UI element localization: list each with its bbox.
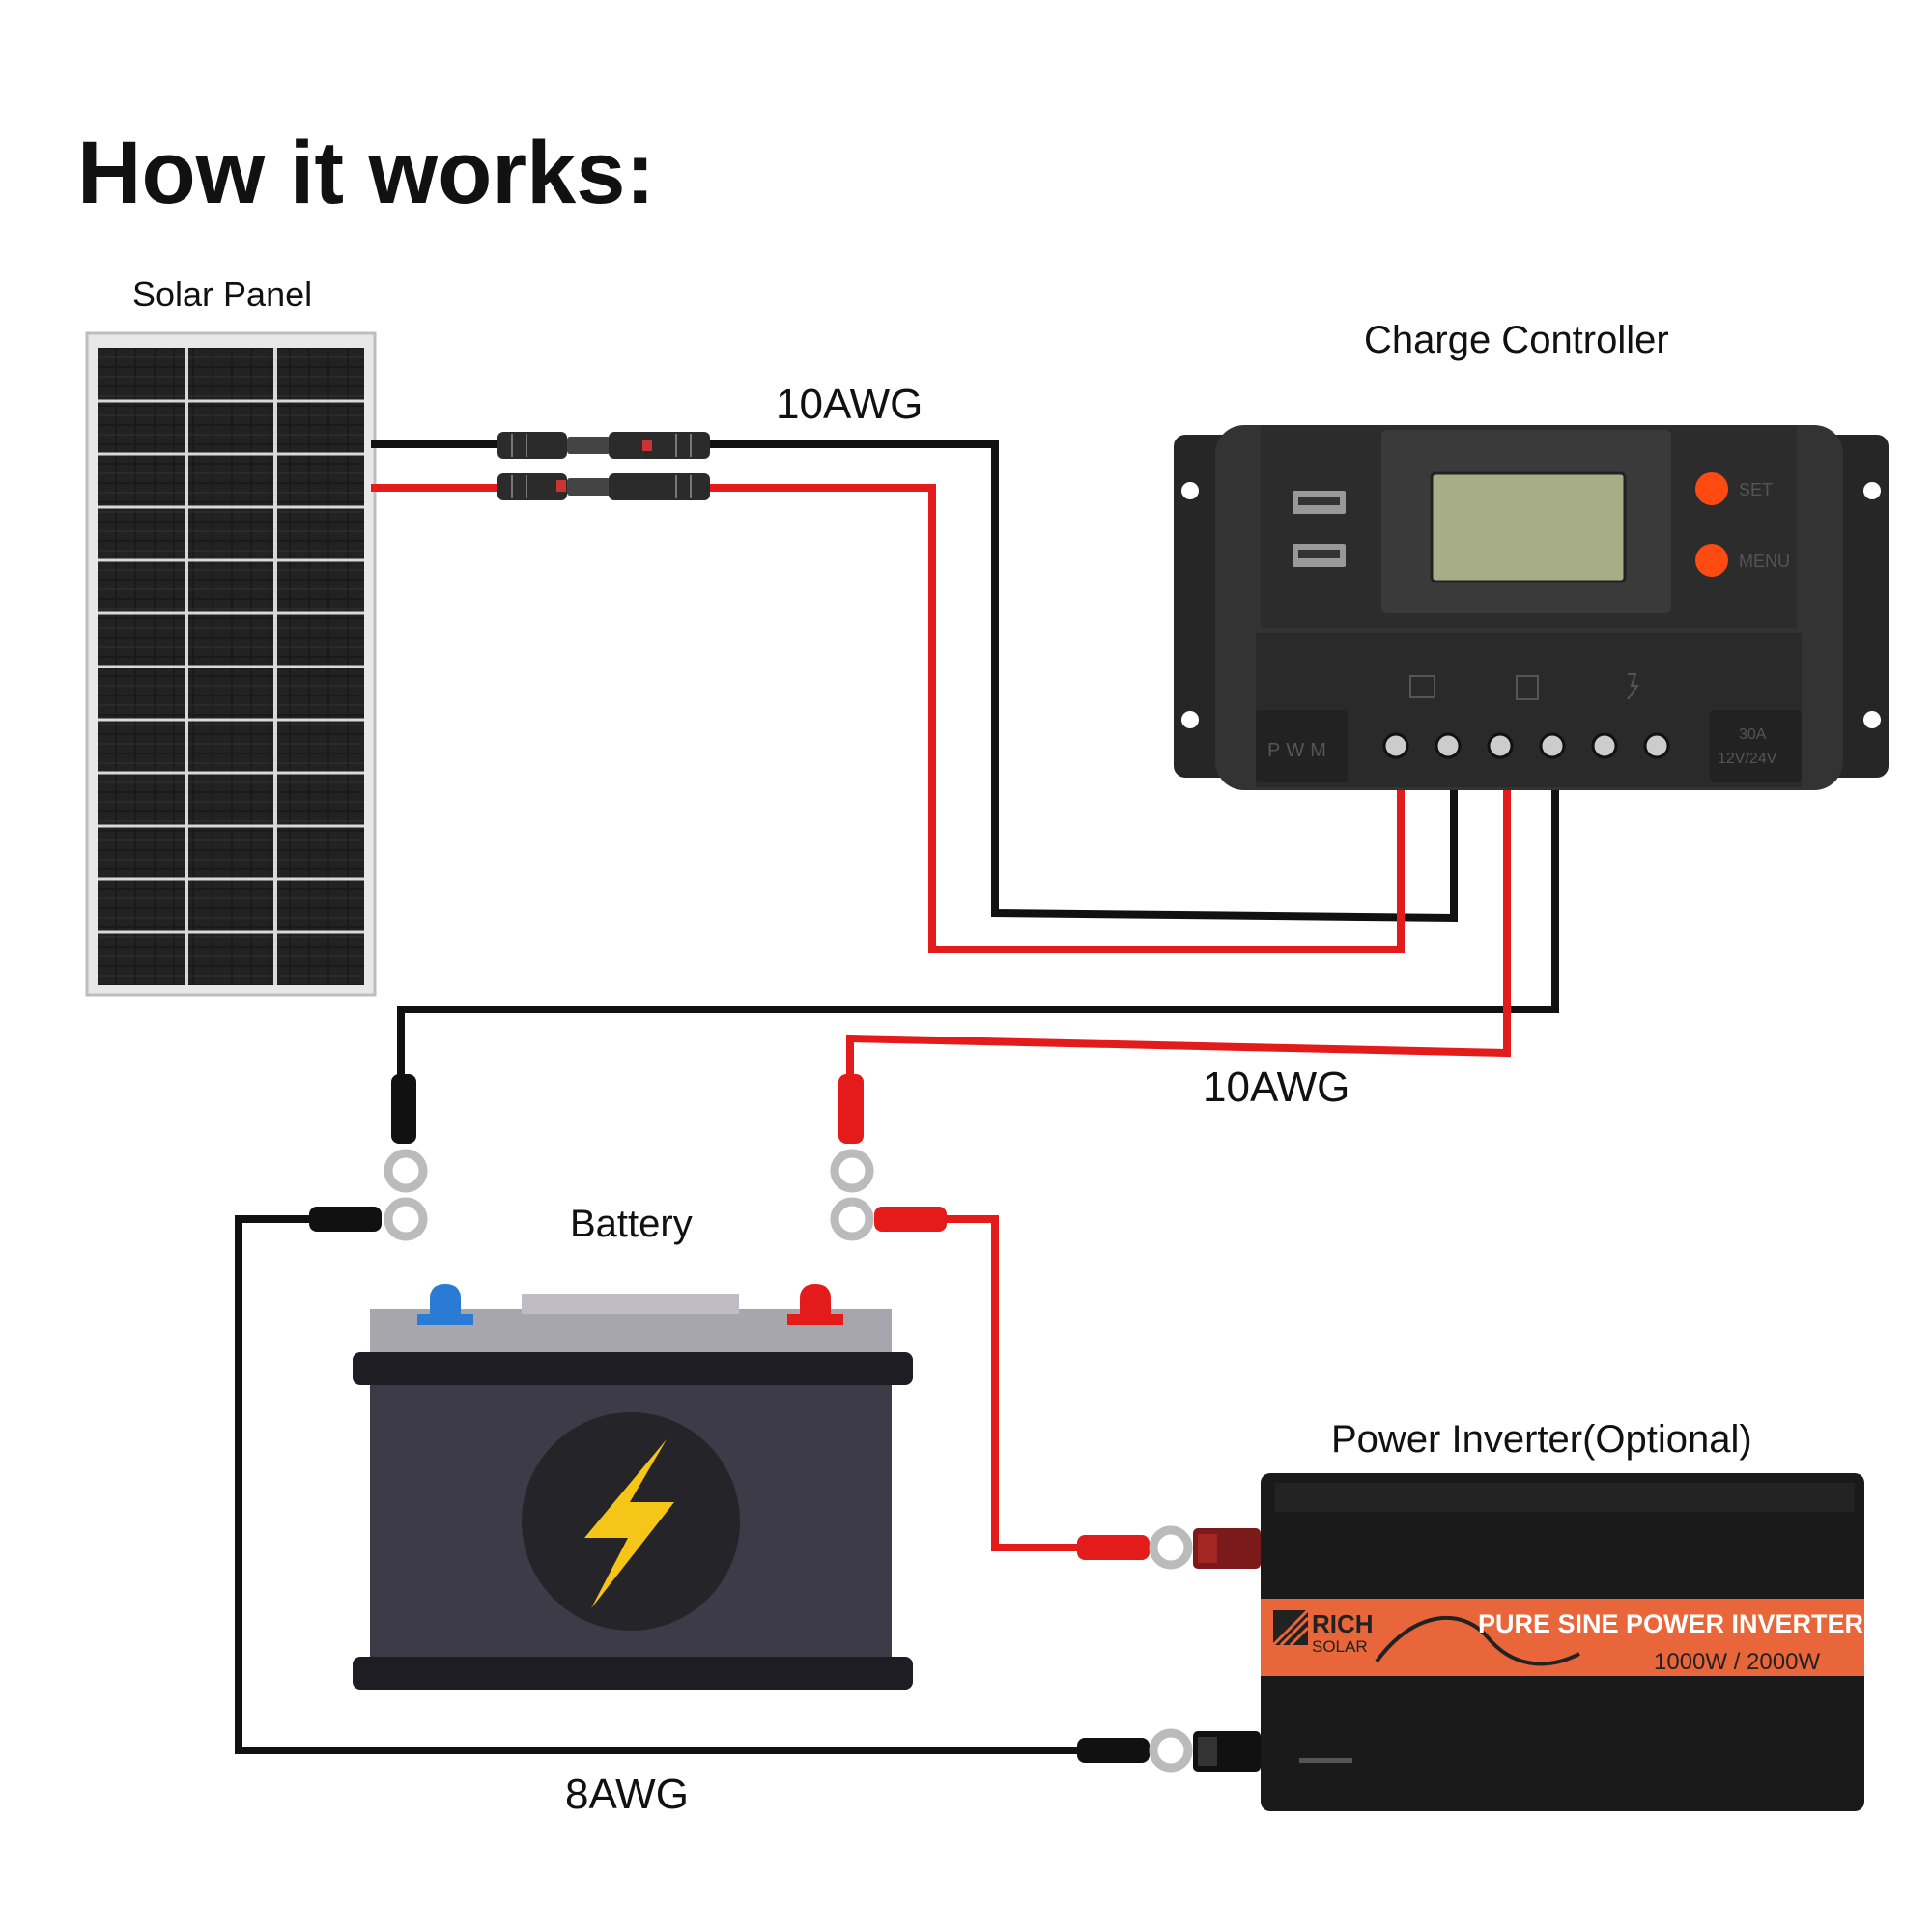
wire-battery-negative xyxy=(397,785,1559,1081)
ring-terminal-inverter-negative xyxy=(1077,1728,1193,1773)
wire-panel-negative xyxy=(371,440,1458,923)
power-inverter: RICH SOLAR PURE SINE POWER INVERTER 1000… xyxy=(1193,1473,1864,1811)
rich-solar-logo-icon xyxy=(1271,1608,1310,1647)
wire-inverter-negative xyxy=(235,1215,1086,1754)
inverter-label-band xyxy=(1261,1599,1864,1676)
positive-terminal-icon xyxy=(800,1284,831,1323)
brand-line-2: SOLAR xyxy=(1312,1637,1368,1656)
usb-port-icon xyxy=(1293,491,1346,514)
mount-hole-icon xyxy=(1181,482,1199,499)
lightning-bolt-icon xyxy=(584,1439,674,1608)
lcd-screen xyxy=(1430,471,1627,583)
brand-line-1: RICH xyxy=(1312,1609,1374,1638)
ring-terminal-controller-positive xyxy=(830,1074,874,1193)
charge-controller-label: Charge Controller xyxy=(1364,319,1669,361)
negative-terminal-icon xyxy=(430,1284,461,1323)
terminal-symbol-icons xyxy=(1409,673,1639,700)
mount-hole-icon xyxy=(1863,711,1881,728)
set-button-label: SET xyxy=(1739,480,1773,499)
screw-terminals xyxy=(1382,732,1670,759)
battery-label: Battery xyxy=(570,1203,693,1245)
mc4-connector-positive xyxy=(497,473,710,500)
inverter-positive-post-icon xyxy=(1193,1528,1261,1569)
mount-hole-icon xyxy=(1181,711,1199,728)
rating-label-2: 12V/24V xyxy=(1718,751,1777,767)
power-inverter-label: Power Inverter(Optional) xyxy=(1331,1418,1752,1461)
ring-terminal-inverter-positive xyxy=(1077,1525,1193,1570)
wire-gauge-label-panel: 10AWG xyxy=(776,381,923,428)
wire-panel-positive xyxy=(371,484,1405,953)
ring-terminal-inverter-positive-battery-side xyxy=(830,1197,947,1241)
mc4-connector-negative xyxy=(497,432,710,459)
ring-terminal-controller-negative xyxy=(384,1074,428,1193)
wire-battery-positive xyxy=(846,785,1511,1081)
battery xyxy=(353,1284,913,1690)
wire-inverter-positive xyxy=(943,1215,1086,1551)
sine-wave-icon xyxy=(1375,1616,1580,1666)
set-button[interactable] xyxy=(1695,472,1728,505)
rating-label-1: 30A xyxy=(1739,726,1767,743)
ring-terminal-inverter-negative-battery-side xyxy=(309,1197,428,1241)
page-title: How it works: xyxy=(77,124,655,222)
solar-panel xyxy=(85,331,377,997)
menu-button-label: MENU xyxy=(1739,552,1790,571)
menu-button[interactable] xyxy=(1695,544,1728,577)
inverter-negative-post-icon xyxy=(1193,1731,1261,1772)
inverter-rating: 1000W / 2000W xyxy=(1654,1649,1820,1675)
mount-hole-icon xyxy=(1863,482,1881,499)
usb-port-icon xyxy=(1293,544,1346,567)
charge-controller: SET MENU PWM 30A 12V/24V xyxy=(1174,425,1889,790)
pwm-label: PWM xyxy=(1267,740,1332,761)
wire-gauge-label-battery: 10AWG xyxy=(1203,1064,1350,1111)
wire-gauge-label-inverter: 8AWG xyxy=(565,1771,689,1818)
solar-panel-label: Solar Panel xyxy=(132,274,312,314)
inverter-product-name: PURE SINE POWER INVERTER xyxy=(1478,1609,1863,1638)
